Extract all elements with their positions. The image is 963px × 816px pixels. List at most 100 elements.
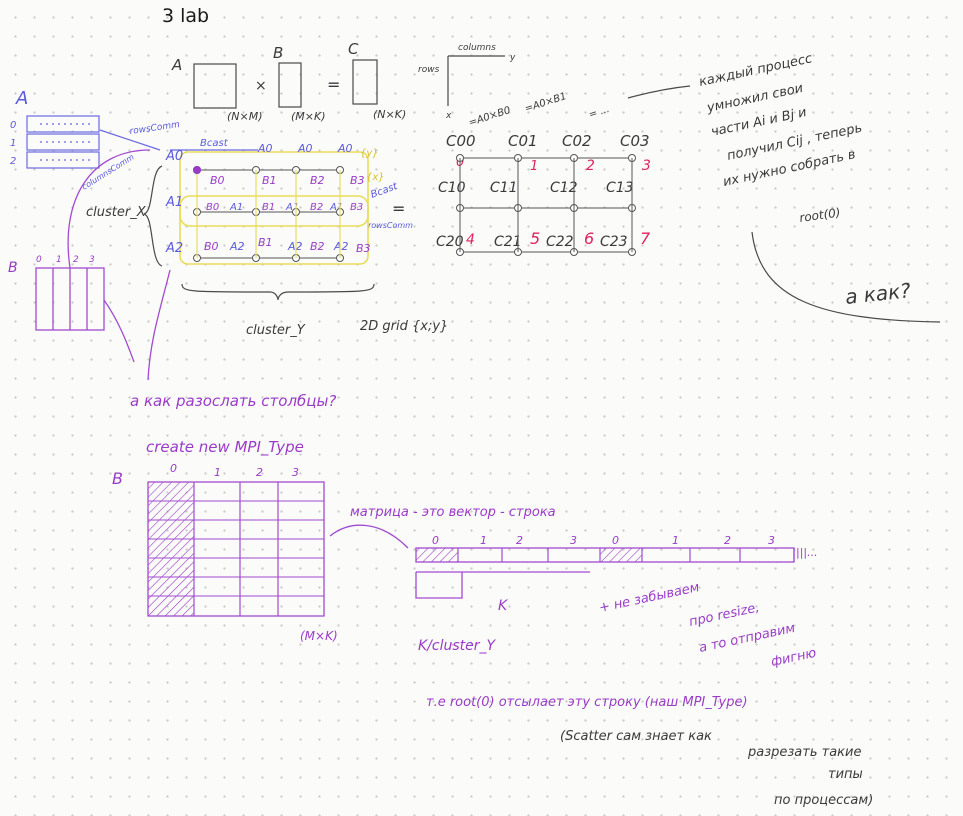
matrix-b-label: B <box>273 44 283 62</box>
scatter-note: т.е root(0) отсылает эту строку (наш MPI… <box>426 695 873 808</box>
grid-b-r1-0: B0 <box>206 202 219 213</box>
grid-top-a-1: A0 <box>257 142 273 155</box>
vector-index-label: 1 <box>672 534 679 547</box>
matrix-c-label: C <box>348 40 359 58</box>
cluster-x-brace <box>143 165 163 267</box>
resize-note-2: про resize, <box>688 600 761 630</box>
scatter-note-line-2: (Scatter сам знает как <box>560 729 712 744</box>
matrix-b-box <box>278 62 302 108</box>
grid-nodes <box>193 166 344 262</box>
left-a-row-2 <box>26 151 100 169</box>
cluster-y-brace <box>181 283 375 301</box>
rank-6: 6 <box>584 229 594 248</box>
note-arrow <box>627 85 691 99</box>
left-a-row-0 <box>26 115 100 133</box>
grid-b-r2-3: B3 <box>356 242 371 255</box>
left-matrix-b: B 0 1 2 3 <box>8 149 151 363</box>
vector-k-cluster-label: K/cluster_Y <box>418 638 497 654</box>
grid-yellow-row-band <box>179 195 369 227</box>
left-matrix-a: A 0 1 2 <box>10 88 100 169</box>
c-formula-dots: = ... <box>588 104 611 121</box>
vector-k-label: K <box>498 598 509 614</box>
resize-note: + не забываем про resize, а то отправим … <box>598 580 818 670</box>
c20-label: C20 <box>436 234 464 250</box>
scatter-note-line-1: т.е root(0) отсылает эту строку (наш MPI… <box>426 695 748 710</box>
big-b-gridlines <box>148 482 324 616</box>
bcast-label-top: Bcast <box>200 138 229 149</box>
matrix-a-label: A <box>171 56 182 74</box>
scatter-note-line-3: разрезать такие <box>747 745 861 760</box>
vector-tail: |||... <box>796 546 818 559</box>
matrix-a-dim: (N×M) <box>227 110 263 123</box>
scatter-note-line-5: по процессам) <box>774 793 873 808</box>
a-kak-arrow <box>751 231 941 323</box>
grid-a-r2-2: A2 <box>333 240 349 253</box>
question-create-type: create new MPI_Type <box>146 438 304 457</box>
times-sign: × <box>255 78 267 94</box>
y-axis-label: y <box>509 53 516 63</box>
vector-hatched-mid <box>600 548 642 562</box>
c03-label: C03 <box>620 132 650 150</box>
vector-index-label: 0 <box>612 534 619 547</box>
c02-label: C02 <box>562 132 592 150</box>
grid-b-r2-1: B1 <box>258 236 273 249</box>
rows-comm-label: rowsComm <box>129 120 181 137</box>
grid-b-r0-0: B0 <box>210 174 225 187</box>
grid-b-r1-2: B2 <box>310 202 323 213</box>
matrix-c-box <box>352 59 378 105</box>
left-a-row-1 <box>26 133 100 151</box>
equals-sign: = <box>327 75 340 94</box>
left-a-label: A <box>15 88 28 109</box>
grid-b-r0-2: B2 <box>310 174 325 187</box>
grid-to-question-arrow <box>147 269 171 381</box>
rows-axis-label: rows <box>418 65 440 75</box>
c01-label: C01 <box>508 132 538 150</box>
cluster-x-label: cluster_X <box>86 205 147 220</box>
big-b-hatched-column <box>148 482 194 616</box>
c00-formula: =A0×B0 <box>468 105 512 129</box>
bcast-label-right: Bcast <box>369 181 400 201</box>
rank-3: 3 <box>642 158 651 174</box>
axes-sketch: columns y rows x <box>418 43 516 121</box>
note-right: каждый процесс умножил свои части Ai и B… <box>698 51 864 225</box>
grid-a-r2-1: A2 <box>287 240 303 253</box>
c23-label: C23 <box>600 234 628 250</box>
vector-index-label: 0 <box>432 534 439 547</box>
left-b-col-3: 3 <box>89 255 95 265</box>
matrix-to-vector-arrow <box>329 524 409 549</box>
grid-equals: = <box>392 199 405 218</box>
left-b-col-2: 2 <box>73 255 79 265</box>
grid-a-r1-2: A1 <box>329 202 343 213</box>
grid-top-a-3: A0 <box>337 142 353 155</box>
rank-1: 1 <box>530 159 538 174</box>
rank-4: 4 <box>466 232 475 248</box>
grid-a-row-0: A0 <box>165 149 183 164</box>
page-title: 3 lab <box>162 5 209 27</box>
b-to-grid-arrow <box>67 149 151 269</box>
resize-note-1: + не забываем <box>598 580 701 616</box>
vector-index-label: 2 <box>724 534 731 547</box>
scatter-note-line-4: типы <box>828 767 863 782</box>
grid-b-r2-0: B0 <box>204 240 219 253</box>
note-line-6: root(0) <box>798 205 841 225</box>
left-a-index-2: 2 <box>10 156 16 167</box>
matrix-c-dim: (N×K) <box>373 108 406 121</box>
left-b-col-0: 0 <box>36 255 42 265</box>
big-matrix-b: B 0 1 2 3 (M×K) <box>112 462 338 643</box>
c13-label: C13 <box>606 180 634 196</box>
vector-hatched-start <box>416 548 458 562</box>
left-b-label: B <box>8 260 18 276</box>
vector-index-label: 2 <box>516 534 523 547</box>
resize-note-4: фигню <box>770 646 818 670</box>
rank-5: 5 <box>530 229 540 248</box>
rows-comm-label-right: rowsComm <box>368 221 413 230</box>
question-scatter-columns: а как разослать столбцы? <box>130 392 336 410</box>
matrix-equation: A × B = C (N×M) (M×K) (N×K) <box>171 40 406 123</box>
x-brace-label: {x} <box>366 172 385 183</box>
b-to-question-arrow <box>103 299 135 363</box>
columns-comm-label: columnsComm <box>80 152 136 191</box>
left-a-index-1: 1 <box>10 138 16 149</box>
grid-b-r0-1: B1 <box>262 174 277 187</box>
left-b-col-1: 1 <box>56 255 62 265</box>
